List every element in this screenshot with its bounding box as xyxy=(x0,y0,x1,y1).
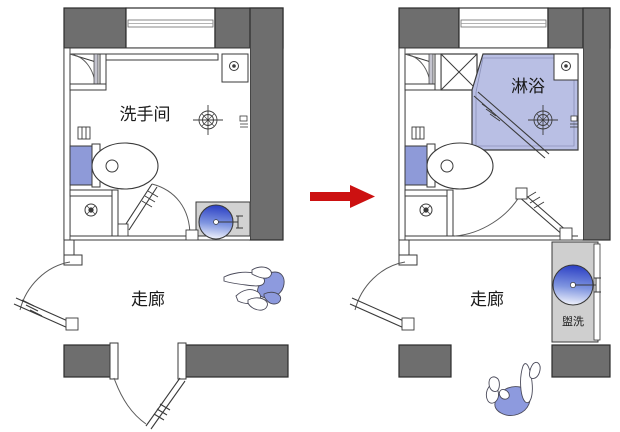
towel-bar-before xyxy=(77,126,91,140)
washbasin-label-after: 盥洗 xyxy=(562,315,584,328)
floor-drain-before xyxy=(69,189,119,237)
toilet-before xyxy=(69,142,159,190)
shower-label-after: 淋浴 xyxy=(511,77,545,97)
shower-mixer-after xyxy=(570,115,578,128)
transition-arrow xyxy=(310,185,375,208)
window-after xyxy=(460,19,547,28)
corridor-label-after: 走廊 xyxy=(470,290,504,310)
window-before xyxy=(127,19,214,28)
drain-box-top-after xyxy=(553,53,579,81)
person-figure-before xyxy=(223,266,285,311)
shower-door-after xyxy=(473,91,550,159)
person-figure-after xyxy=(485,361,541,416)
wall-switch-before xyxy=(239,115,248,128)
bathroom-door-after xyxy=(454,187,573,241)
ceiling-light-before xyxy=(193,105,223,135)
right-wall-before xyxy=(249,7,284,241)
panel-before: 洗手间 xyxy=(13,7,289,430)
closet-door-after xyxy=(404,53,436,89)
closet-door-before xyxy=(69,53,101,89)
towel-bar-after xyxy=(411,126,425,140)
corridor-after: 盥洗 走廊 xyxy=(349,239,611,378)
drain-box-top-before xyxy=(221,53,249,83)
bathroom-door-before xyxy=(117,183,199,241)
shower-drain-after xyxy=(528,105,558,135)
toilet-after xyxy=(404,142,494,190)
panel-after: 淋浴 xyxy=(349,7,611,416)
storage-cabinet-after xyxy=(440,53,478,91)
room-label-before: 洗手间 xyxy=(120,105,171,125)
corridor-label-before: 走廊 xyxy=(131,290,165,310)
floor-drain-after xyxy=(404,189,454,237)
washbasin-before xyxy=(195,201,251,240)
partition-before xyxy=(69,53,219,91)
corridor-before: 走廊 xyxy=(13,239,289,430)
partition-after xyxy=(404,53,442,91)
top-wall-after xyxy=(398,7,611,49)
right-wall-after xyxy=(582,7,611,241)
